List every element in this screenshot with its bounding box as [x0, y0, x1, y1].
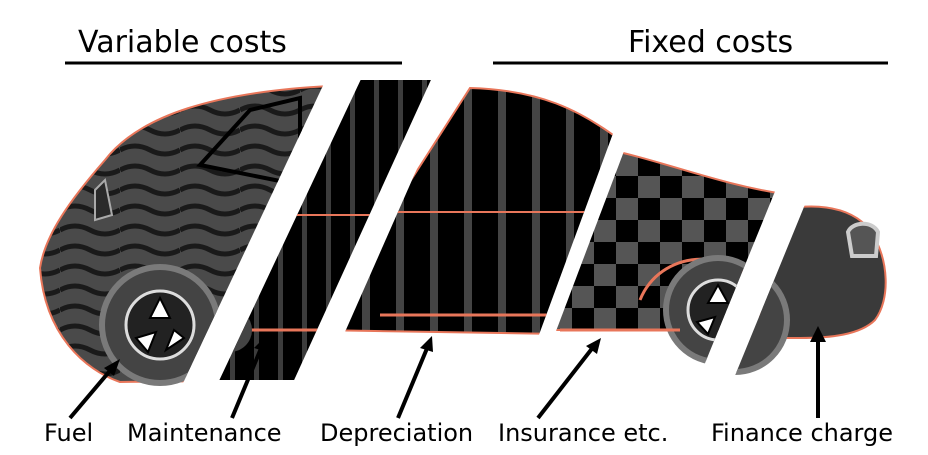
pointer-arrows — [68, 335, 820, 420]
insurance-arrow — [536, 344, 596, 420]
insurance-label: Insurance etc. — [498, 419, 669, 447]
maintenance-label: Maintenance — [127, 419, 282, 447]
fuel-arrow — [68, 364, 116, 420]
depreciation-label: Depreciation — [320, 419, 474, 447]
fuel-label: Fuel — [44, 419, 94, 447]
depreciation-arrow — [396, 345, 430, 419]
arrowheads — [104, 326, 826, 376]
maintenance-arrow — [230, 345, 264, 419]
finance-charge-label: Finance charge — [711, 419, 894, 447]
variable-costs-header: Variable costs — [78, 25, 287, 60]
fixed-costs-header: Fixed costs — [628, 25, 794, 60]
